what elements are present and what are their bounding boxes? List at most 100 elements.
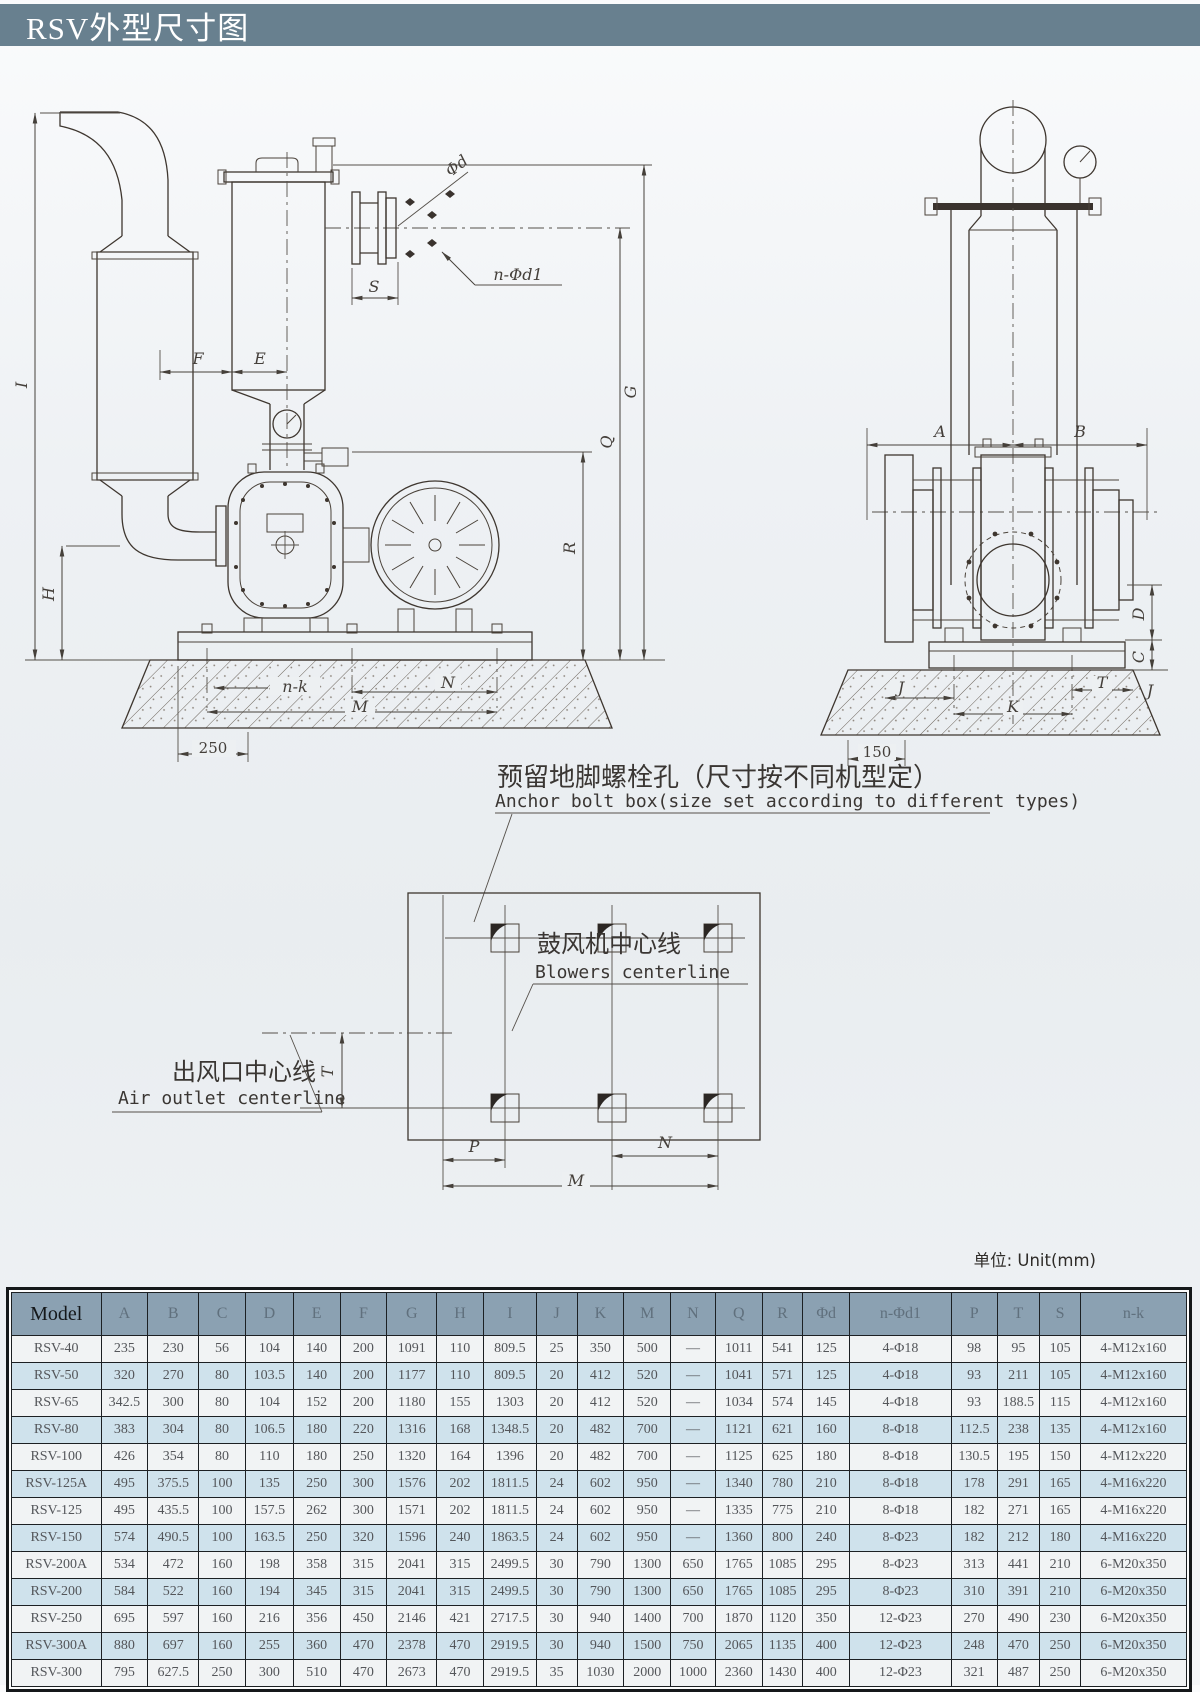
table-cell: 1340 <box>714 1470 763 1498</box>
table-cell: 2378 <box>386 1632 438 1660</box>
table-cell: 809.5 <box>482 1362 537 1390</box>
table-cell: 700 <box>670 1605 716 1633</box>
table-cell: 426 <box>100 1443 149 1471</box>
model-cell: RSV-125 <box>11 1497 102 1525</box>
dim-label-d: D <box>1129 607 1148 621</box>
table-cell: 487 <box>996 1659 1041 1687</box>
table-cell: 250 <box>1039 1632 1081 1660</box>
table-cell: 8-Φ23 <box>849 1551 952 1579</box>
table-cell: 790 <box>576 1578 625 1606</box>
table-cell: 400 <box>802 1632 851 1660</box>
table-cell: 4-Φ18 <box>849 1362 952 1390</box>
model-cell: RSV-50 <box>11 1362 102 1390</box>
dim-label-p: P <box>468 1137 480 1156</box>
table-cell: 950 <box>623 1524 672 1552</box>
table-cell: 412 <box>576 1389 625 1417</box>
table-cell: 574 <box>100 1524 149 1552</box>
table-cell: 2919.5 <box>482 1632 537 1660</box>
table-cell: 4-M12x160 <box>1079 1362 1188 1390</box>
table-cell: 160 <box>802 1416 851 1444</box>
model-cell: RSV-200 <box>11 1578 102 1606</box>
table-cell: — <box>670 1389 716 1417</box>
column-header: A <box>100 1292 149 1336</box>
table-cell: 360 <box>292 1632 341 1660</box>
table-cell: 135 <box>1039 1416 1081 1444</box>
dim-label-150: 150 <box>863 743 892 761</box>
dim-label-k: K <box>1006 697 1020 716</box>
table-cell: 180 <box>292 1443 341 1471</box>
table-cell: 1180 <box>386 1389 438 1417</box>
table-cell: 104 <box>244 1335 294 1363</box>
table-cell: 180 <box>292 1416 341 1444</box>
column-header: M <box>623 1292 672 1336</box>
column-header: K <box>576 1292 625 1336</box>
table-cell: 300 <box>339 1497 388 1525</box>
table-cell: 695 <box>100 1605 149 1633</box>
table-cell: 80 <box>198 1443 246 1471</box>
table-cell: 20 <box>535 1443 578 1471</box>
table-cell: 238 <box>996 1416 1041 1444</box>
table-cell: 541 <box>761 1335 804 1363</box>
blower-centerline-label-en: Blowers centerline <box>535 962 730 983</box>
table-cell: 125 <box>802 1362 851 1390</box>
table-cell: 1135 <box>761 1632 804 1660</box>
table-cell: 6-M20x350 <box>1079 1659 1188 1687</box>
table-cell: 12-Φ23 <box>849 1605 952 1633</box>
table-cell: 110 <box>436 1335 484 1363</box>
table-cell: 1091 <box>386 1335 438 1363</box>
table-cell: 940 <box>576 1605 625 1633</box>
table-cell: 510 <box>292 1659 341 1687</box>
column-header: J <box>535 1292 578 1336</box>
table-cell: 4-M12x220 <box>1079 1443 1188 1471</box>
anchor-bolt-boxes <box>490 923 733 1123</box>
table-cell: 295 <box>802 1551 851 1579</box>
table-cell: 1320 <box>386 1443 438 1471</box>
table-cell: 1300 <box>623 1551 672 1579</box>
side-view-drawing: A B D C J K T J 150 <box>820 100 1168 766</box>
table-cell: 470 <box>339 1659 388 1687</box>
table-cell: 1811.5 <box>482 1470 537 1498</box>
model-cell: RSV-250 <box>11 1605 102 1633</box>
table-cell: 697 <box>147 1632 200 1660</box>
page-title-bar: RSV外型尺寸图 <box>0 4 1200 46</box>
table-cell: 520 <box>623 1389 672 1417</box>
table-cell: 400 <box>802 1659 851 1687</box>
dim-label-m: M <box>351 697 369 716</box>
table-cell: 1765 <box>714 1578 763 1606</box>
table-cell: 391 <box>996 1578 1041 1606</box>
dim-label-n-plan: N <box>657 1133 673 1152</box>
dim-label-n-k: n-k <box>282 677 307 696</box>
outlet-centerline-label-en: Air outlet centerline <box>118 1088 346 1109</box>
table-cell: 300 <box>244 1659 294 1687</box>
table-cell: 940 <box>576 1632 625 1660</box>
table-cell: 35 <box>535 1659 578 1687</box>
table-cell: — <box>670 1470 716 1498</box>
table-cell: 80 <box>198 1362 246 1390</box>
dim-label-n-phi-d1: n-Φd1 <box>493 265 542 284</box>
table-cell: 270 <box>147 1362 200 1390</box>
table-cell: 157.5 <box>244 1497 294 1525</box>
table-cell: 2499.5 <box>482 1578 537 1606</box>
table-cell: 320 <box>100 1362 149 1390</box>
table-cell: 250 <box>292 1524 341 1552</box>
table-cell: 202 <box>436 1497 484 1525</box>
table-cell: 750 <box>670 1632 716 1660</box>
table-cell: 795 <box>100 1659 149 1687</box>
table-cell: 220 <box>339 1416 388 1444</box>
table-cell: 1041 <box>714 1362 763 1390</box>
table-cell: 2360 <box>714 1659 763 1687</box>
table-cell: 250 <box>292 1470 341 1498</box>
table-cell: 313 <box>950 1551 998 1579</box>
table-cell: 1303 <box>482 1389 537 1417</box>
table-cell: 230 <box>1039 1605 1081 1633</box>
table-cell: 20 <box>535 1416 578 1444</box>
table-cell: 1396 <box>482 1443 537 1471</box>
table-cell: 20 <box>535 1389 578 1417</box>
table-cell: 490.5 <box>147 1524 200 1552</box>
